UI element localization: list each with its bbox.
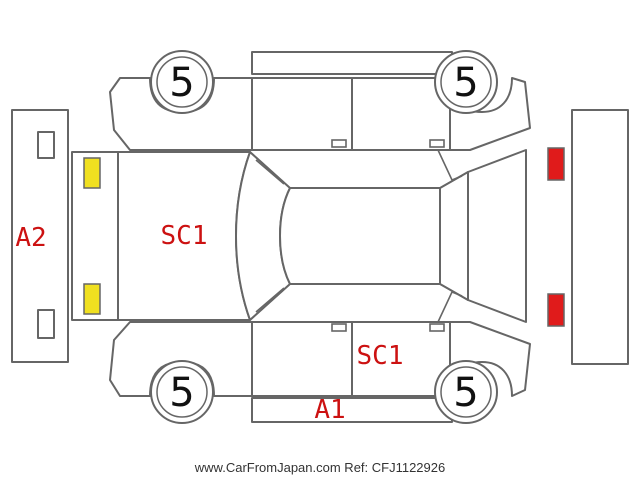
- front-left-lamp: [547, 147, 565, 181]
- rear-right-tire: 5: [150, 360, 214, 424]
- rear-bumper-bracket-bottom: [37, 309, 55, 339]
- rear-bumper-bracket-top: [37, 131, 55, 159]
- left-mirror: [437, 149, 463, 182]
- left-rear-door-handle: [331, 139, 347, 148]
- rear-right-lamp: [83, 283, 101, 315]
- right-rear-door-damage-code: SC1: [357, 341, 404, 371]
- front-right-lamp: [547, 293, 565, 327]
- rear-right-tread-depth: 5: [169, 370, 194, 416]
- roof-damage-code: SC1: [161, 221, 208, 251]
- front-right-tread-depth: 5: [453, 370, 478, 416]
- left-side-sill: [251, 51, 453, 75]
- rear-left-tire: 5: [150, 50, 214, 114]
- cabin-roof-panel: [279, 187, 441, 285]
- front-left-tire: 5: [434, 50, 498, 114]
- front-left-tread-depth: 5: [453, 60, 478, 106]
- left-rear-door: [251, 77, 353, 151]
- rear-bumper: [11, 109, 69, 363]
- hood: [467, 149, 527, 323]
- right-mirror: [437, 290, 463, 323]
- left-front-door-handle: [429, 139, 445, 148]
- right-pillar-line: [249, 283, 469, 321]
- front-right-tire: 5: [434, 360, 498, 424]
- rear-left-tread-depth: 5: [169, 60, 194, 106]
- reference-footer: www.CarFromJapan.com Ref: CFJ1122926: [194, 460, 445, 475]
- right-side-sill-damage-code: A1: [314, 395, 345, 425]
- rear-left-lamp: [83, 157, 101, 189]
- front-bumper: [571, 109, 629, 365]
- rear-bumper-damage-code: A2: [15, 223, 46, 253]
- right-front-door-handle: [429, 323, 445, 332]
- right-rear-door-handle: [331, 323, 347, 332]
- left-pillar-line: [249, 151, 469, 189]
- right-rear-door: [251, 321, 353, 397]
- right-side-sill: [251, 397, 453, 423]
- windshield: [439, 171, 469, 301]
